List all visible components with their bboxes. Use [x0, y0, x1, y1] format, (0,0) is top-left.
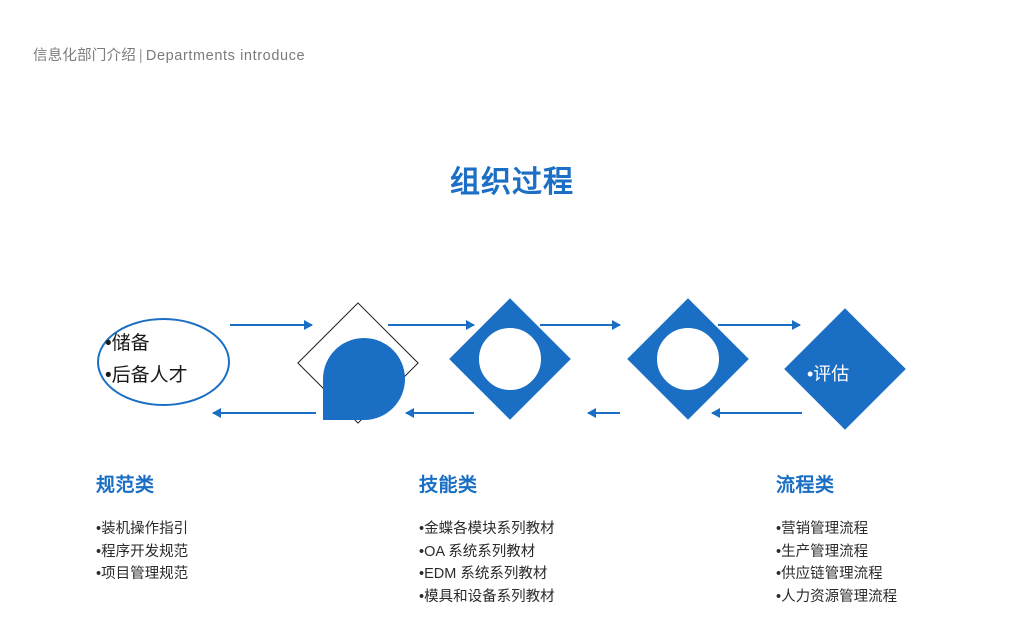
arrow-right-3	[540, 320, 621, 330]
category-list: •金蝶各模块系列教材 •OA 系统系列教材 •EDM 系统系列教材 •模具和设备…	[419, 518, 699, 608]
list-item: •生产管理流程	[776, 543, 869, 560]
arrow-left-1	[212, 408, 316, 418]
list-item: •供应链管理流程	[776, 566, 883, 582]
stage-node-3	[627, 298, 749, 420]
start-node-line-2: •后备人才	[105, 365, 188, 386]
start-node-ellipse	[97, 318, 230, 406]
list-item: •项目管理规范	[96, 566, 189, 582]
breadcrumb-separator: |	[138, 48, 143, 64]
list-item: •装机操作指引	[96, 521, 189, 537]
start-node-line-1: •储备	[105, 333, 150, 354]
list-item: •程序开发规范	[96, 543, 189, 560]
breadcrumb: 信息化部门介绍|Departments introduce	[33, 44, 305, 65]
end-node-label: •评估	[807, 364, 850, 384]
circle-hole-shape	[477, 326, 543, 392]
stage-node-1	[297, 302, 419, 424]
breadcrumb-en: Departments introduce	[145, 48, 306, 64]
arrow-left-3	[587, 408, 620, 418]
list-item: •OA 系统系列教材	[419, 543, 536, 560]
arrow-left-2	[405, 408, 474, 418]
arrow-left-4	[711, 408, 802, 418]
category-column-2: 技能类 •金蝶各模块系列教材 •OA 系统系列教材 •EDM 系统系列教材 •模…	[419, 470, 699, 608]
arrow-right-1	[230, 320, 313, 330]
category-column-3: 流程类 •营销管理流程 •生产管理流程 •供应链管理流程 •人力资源管理流程	[776, 470, 1024, 608]
list-item: •模具和设备系列教材	[419, 588, 555, 605]
category-column-1: 规范类 •装机操作指引 •程序开发规范 •项目管理规范	[96, 470, 336, 586]
category-list: •营销管理流程 •生产管理流程 •供应链管理流程 •人力资源管理流程	[776, 518, 1024, 608]
process-diagram: •储备 •后备人才 •评估	[0, 290, 1024, 450]
list-item: •金蝶各模块系列教材	[419, 521, 555, 537]
page-title: 组织过程	[450, 166, 574, 199]
list-item: •营销管理流程	[776, 521, 869, 537]
start-node-label: •储备 •后备人才	[100, 328, 230, 392]
breadcrumb-cn: 信息化部门介绍	[33, 48, 136, 64]
circle-hole-shape	[655, 326, 721, 392]
blue-blob-shape	[323, 338, 405, 420]
category-heading: 技能类	[419, 475, 478, 496]
arrow-right-2	[388, 320, 475, 330]
category-heading: 流程类	[776, 475, 835, 496]
category-list: •装机操作指引 •程序开发规范 •项目管理规范	[96, 518, 336, 586]
list-item: •EDM 系统系列教材	[419, 566, 548, 582]
list-item: •人力资源管理流程	[776, 588, 898, 605]
category-heading: 规范类	[96, 475, 155, 496]
stage-node-2	[449, 298, 571, 420]
arrow-right-4	[718, 320, 801, 330]
